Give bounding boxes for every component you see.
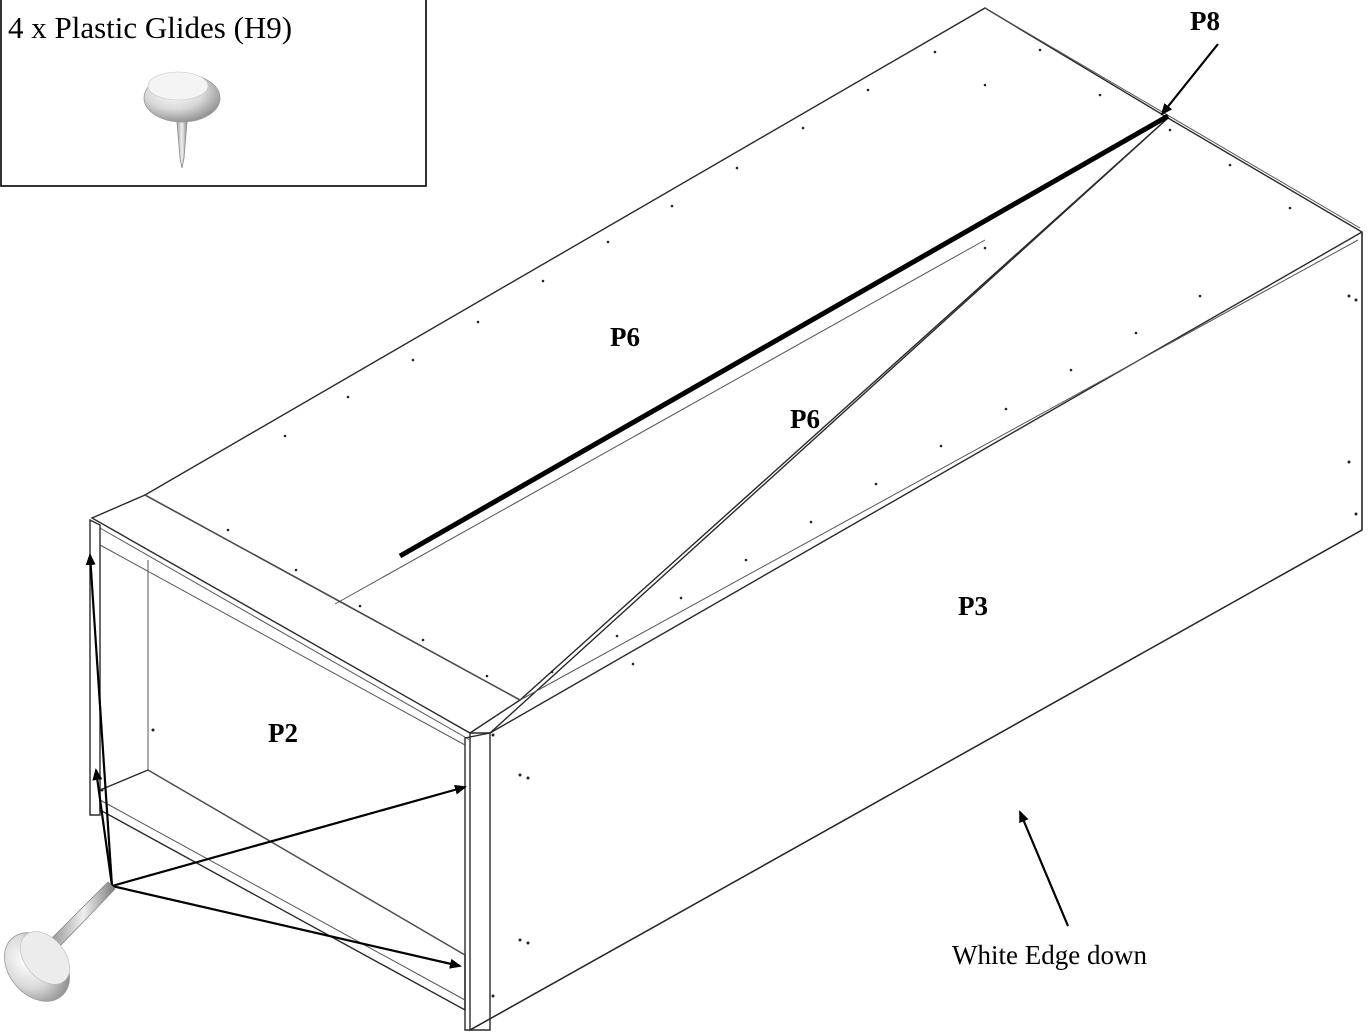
label-p6-left: P6 — [610, 322, 640, 352]
label-p2: P2 — [268, 718, 298, 748]
glide-arrows — [85, 553, 467, 969]
parts-box: 4 x Plastic Glides (H9) — [0, 0, 427, 187]
label-p8: P8 — [1190, 6, 1220, 36]
p8-pointer-arrow — [1160, 43, 1219, 116]
back-strip-p8 — [398, 113, 1170, 559]
fixing-dots — [100, 48, 1358, 998]
label-p3: P3 — [958, 591, 988, 621]
label-p6-right: P6 — [790, 404, 820, 434]
plastic-glide-icon — [4, 881, 116, 1002]
white-edge-pointer-arrow — [1018, 810, 1070, 927]
white-edge-note: White Edge down — [952, 940, 1147, 970]
end-top-rail — [90, 494, 522, 734]
parts-box-caption: 4 x Plastic Glides (H9) — [8, 10, 292, 45]
plastic-glide-icon — [143, 71, 221, 169]
side-panel-p3 — [469, 117, 1363, 1032]
